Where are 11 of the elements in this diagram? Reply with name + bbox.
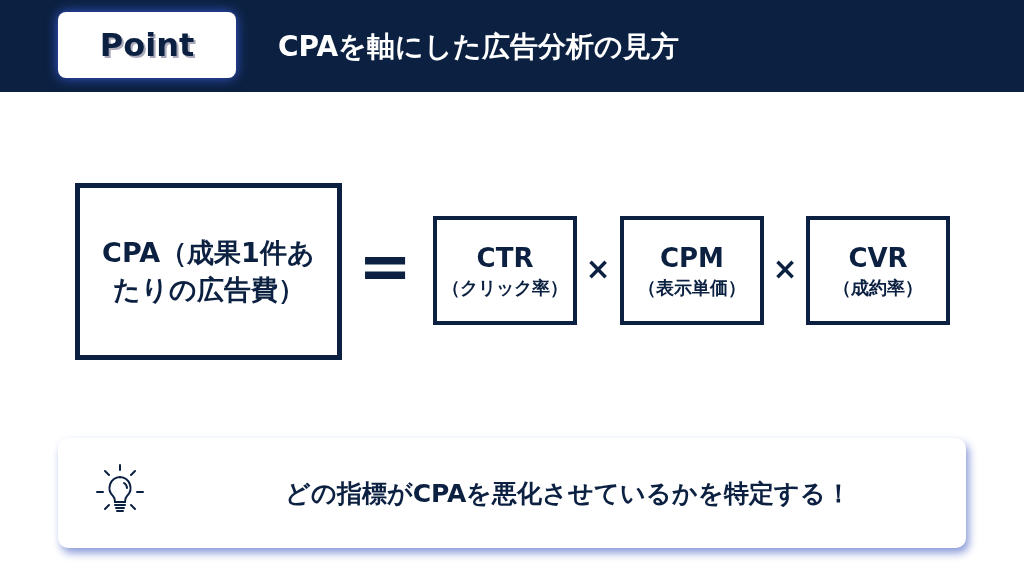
point-badge: Point [58,12,236,78]
message-text: どの指標がCPAを悪化させているかを特定する！ [283,477,853,510]
metric-box: CPM （表示単価） [620,216,764,325]
metric-box: CTR （クリック率） [433,216,577,325]
multiply-sign: × [584,251,612,288]
message-card [58,438,966,548]
formula-box: CPA（成果1件あたりの広告費） [75,183,342,360]
title: CPAを軸にした広告分析の見方 [278,29,680,65]
multiply-sign: × [771,251,799,288]
equals-sign: = [357,228,413,306]
metric-box: CVR （成約率） [806,216,950,325]
